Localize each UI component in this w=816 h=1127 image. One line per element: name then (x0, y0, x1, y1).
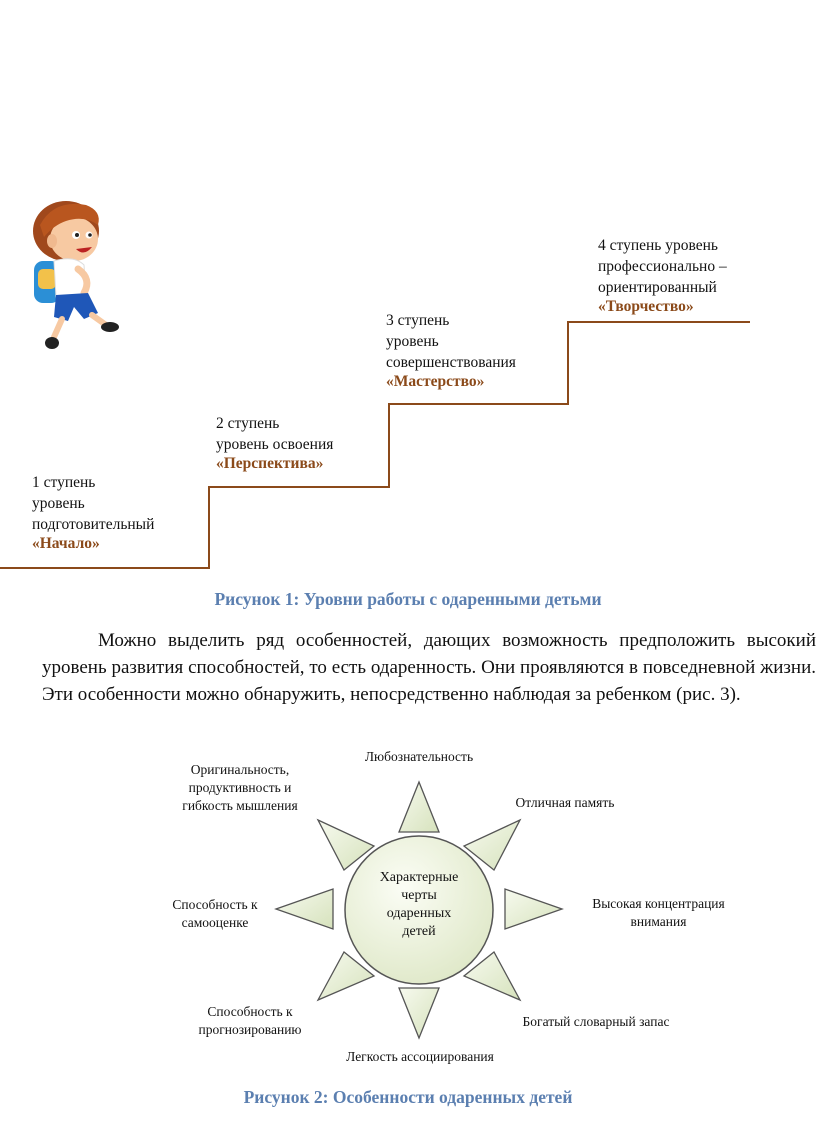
ray-bottom (398, 987, 440, 1040)
ray-right (504, 888, 564, 930)
ray-top-right (462, 818, 522, 872)
ray-left (274, 888, 334, 930)
step-2-name: «Перспектива» (216, 455, 324, 472)
step-4: 4 ступень уровень профессионально – орие… (598, 235, 727, 316)
step-4-label: 4 ступень уровень профессионально – орие… (598, 237, 727, 296)
ray-bottom-right (462, 951, 522, 1002)
sun-core (344, 835, 494, 985)
step-1-name: «Начало» (32, 535, 100, 552)
trait-top-right: Отличная память (515, 795, 615, 810)
trait-right: Высокая концентрация внимания (592, 896, 725, 929)
step-2-label: 2 ступень уровень освоения (216, 415, 334, 453)
body-paragraph: Можно выделить ряд особенностей, дающих … (42, 630, 816, 705)
trait-left: Способность к самооценке (172, 897, 258, 930)
trait-bottom: Легкость ассоциирования (346, 1049, 494, 1064)
trait-bottom-right: Богатый словарный запас (522, 1014, 670, 1029)
figure-2-caption: Рисунок 2: Особенности одаренных детей (243, 1087, 573, 1107)
ray-bottom-left (316, 951, 376, 1002)
step-4-name: «Творчество» (598, 298, 694, 315)
ray-top-left (316, 818, 376, 872)
step-2: 2 ступень уровень освоения «Перспектива» (216, 413, 333, 473)
step-3-label: 3 ступень уровень совершенствования (386, 312, 516, 371)
sun-core-label: Характерные черты одаренных детей (379, 870, 459, 939)
figure-1-caption: Рисунок 1: Уровни работы с одаренными де… (214, 589, 602, 609)
trait-top: Любознательность (364, 749, 474, 764)
staircase-line (0, 321, 750, 569)
step-1: 1 ступень уровень подготовительный «Нача… (32, 472, 154, 553)
step-3: 3 ступень уровень совершенствования «Мас… (386, 310, 516, 391)
step-3-name: «Мастерство» (386, 373, 485, 390)
ray-top (398, 780, 440, 833)
walking-boy-illustration (33, 201, 119, 349)
trait-bottom-left: Способность к прогнозированию (198, 1004, 302, 1037)
trait-top-left: Оригинальность, продуктивность и гибкост… (182, 762, 298, 813)
gifted-traits-sun-diagram (274, 780, 564, 1040)
step-1-label: 1 ступень уровень подготовительный (32, 474, 155, 533)
